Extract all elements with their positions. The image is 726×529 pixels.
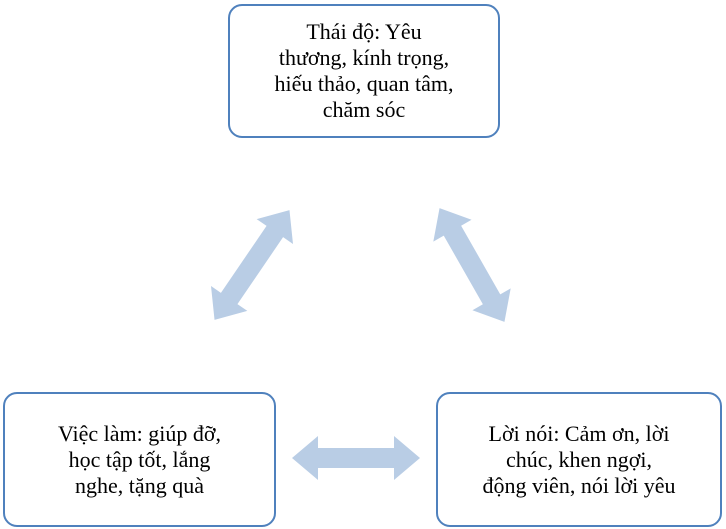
node-text-line: chúc, khen ngợi,: [505, 446, 653, 472]
node-text-line: học tập tốt, lắng: [68, 446, 211, 472]
node-text-line: động viên, nói lời yêu: [482, 472, 676, 498]
node-text-line: hiếu thảo, quan tâm,: [274, 71, 454, 96]
double-arrow-attitude-words: [433, 208, 511, 322]
node-text-line: Việc làm: giúp đỡ,: [57, 420, 222, 446]
node-text-line: Thái độ: Yêu: [306, 19, 422, 44]
node-attitude: Thái độ: Yêu thương, kính trọng, hiếu th…: [228, 4, 500, 138]
node-text-line: chăm sóc: [322, 97, 406, 122]
double-arrow-attitude-actions: [211, 210, 293, 320]
node-text-line: thương, kính trọng,: [278, 45, 450, 70]
node-text-line: Lời nói: Cảm ơn, lời: [488, 420, 670, 446]
node-text-line: nghe, tặng quà: [75, 472, 204, 498]
double-arrow-actions-words: [292, 436, 420, 480]
node-actions: Việc làm: giúp đỡ, học tập tốt, lắng ngh…: [3, 392, 276, 527]
node-words: Lời nói: Cảm ơn, lời chúc, khen ngợi, độ…: [436, 392, 722, 527]
